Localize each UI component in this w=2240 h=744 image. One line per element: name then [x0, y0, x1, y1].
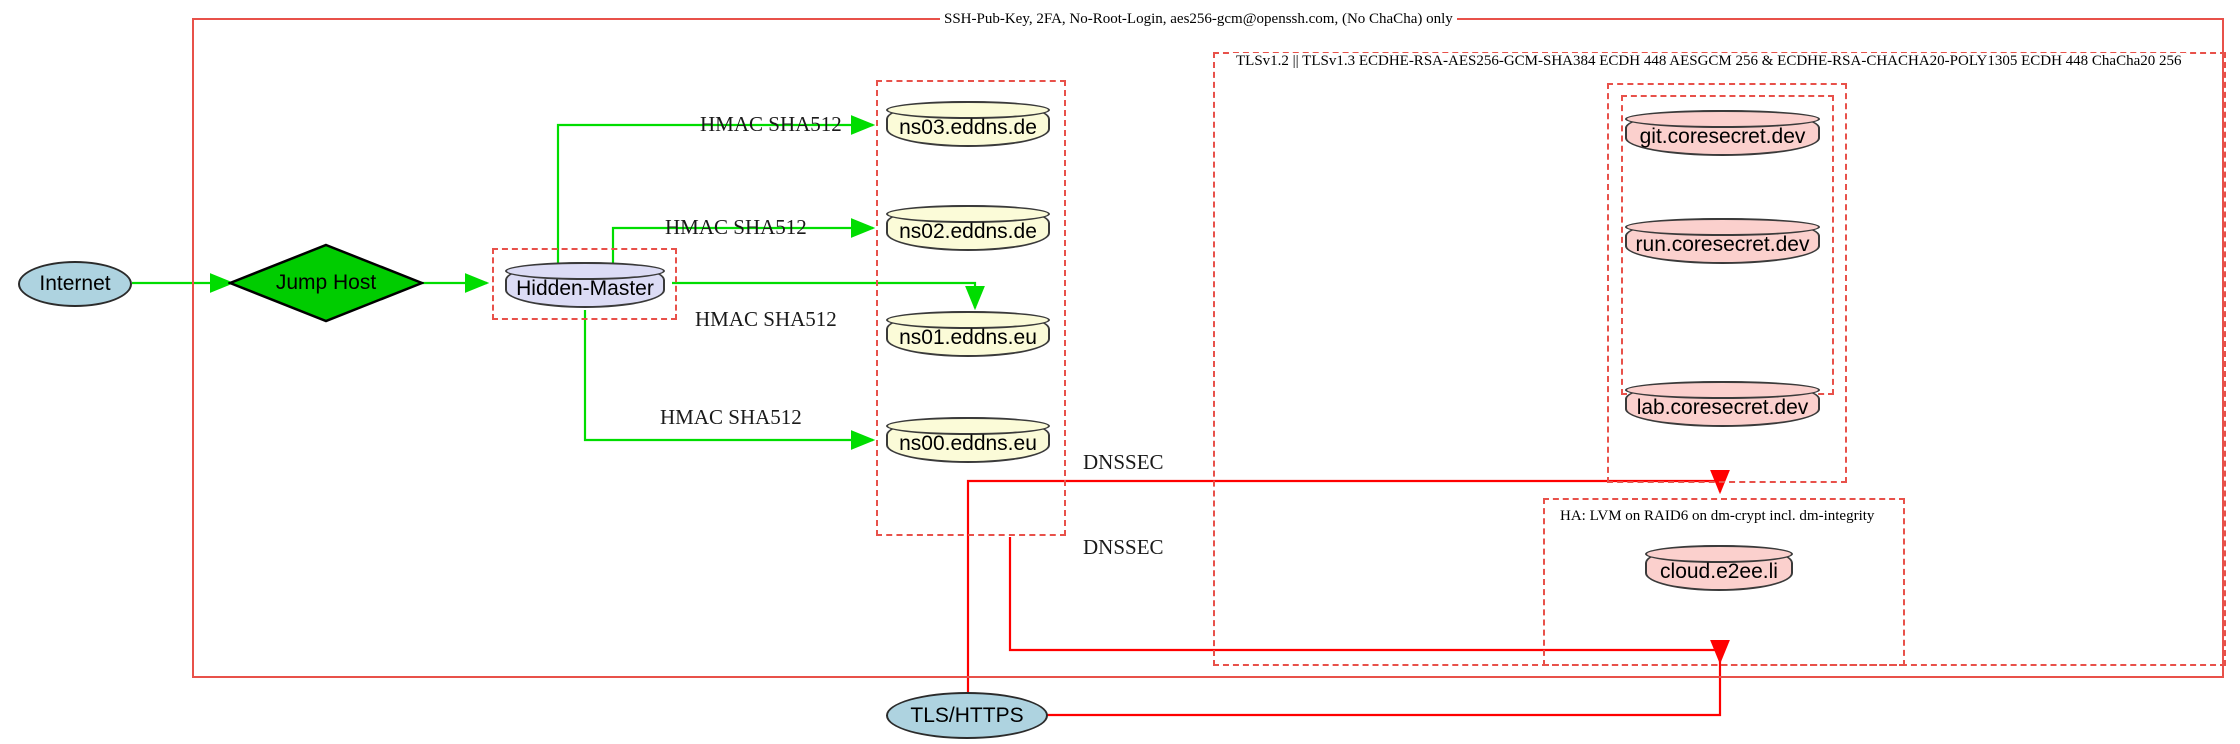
edge-label-hmac-ns00: HMAC SHA512	[660, 405, 802, 429]
cluster-ha-storage	[1543, 498, 1905, 666]
node-git-coresecret-label: git.coresecret.dev	[1639, 125, 1806, 148]
cylinder-top	[886, 205, 1050, 223]
node-hidden-master-label: Hidden-Master	[516, 277, 654, 300]
cylinder-top	[886, 417, 1050, 435]
cylinder-top	[1625, 110, 1820, 128]
node-ns03-label: ns03.eddns.de	[899, 116, 1037, 139]
node-run-coresecret-label: run.coresecret.dev	[1635, 233, 1810, 256]
node-run-coresecret[interactable]: run.coresecret.dev	[1625, 218, 1820, 264]
cylinder-top	[886, 101, 1050, 119]
cylinder-top	[1625, 381, 1820, 399]
node-cloud-e2ee-label: cloud.e2ee.li	[1660, 560, 1778, 583]
edge-label-hmac-ns01: HMAC SHA512	[695, 307, 837, 331]
node-ns02-label: ns02.eddns.de	[899, 220, 1037, 243]
edge-label-dnssec-lower: DNSSEC	[1083, 535, 1164, 559]
edge-label-hmac-ns03: HMAC SHA512	[700, 112, 842, 136]
node-tls-https-label: TLS/HTTPS	[910, 703, 1024, 727]
node-ns00[interactable]: ns00.eddns.eu	[886, 417, 1050, 463]
cluster-ssh-label: SSH-Pub-Key, 2FA, No-Root-Login, aes256-…	[940, 11, 1457, 27]
diamond-shape	[228, 243, 424, 323]
cylinder-top	[505, 262, 665, 280]
node-jump-host[interactable]: Jump Host	[228, 243, 424, 323]
cylinder-top	[1625, 218, 1820, 236]
node-ns03[interactable]: ns03.eddns.de	[886, 101, 1050, 147]
node-jump-host-label: Jump Host	[275, 271, 377, 294]
node-lab-coresecret-label: lab.coresecret.dev	[1636, 396, 1809, 419]
cylinder-top	[886, 311, 1050, 329]
cluster-nameservers	[876, 80, 1066, 536]
edge-label-hmac-ns02: HMAC SHA512	[665, 215, 807, 239]
cluster-ha-storage-label: HA: LVM on RAID6 on dm-crypt incl. dm-in…	[1556, 508, 1879, 524]
node-ns02[interactable]: ns02.eddns.de	[886, 205, 1050, 251]
node-ns01-label: ns01.eddns.eu	[899, 326, 1037, 349]
node-lab-coresecret[interactable]: lab.coresecret.dev	[1625, 381, 1820, 427]
cluster-hidden-master	[492, 248, 677, 320]
cylinder-top	[1645, 545, 1793, 563]
node-tls-https[interactable]: TLS/HTTPS	[886, 692, 1048, 739]
node-git-coresecret[interactable]: git.coresecret.dev	[1625, 110, 1820, 156]
node-internet[interactable]: Internet	[18, 261, 132, 307]
edge-label-dnssec-upper: DNSSEC	[1083, 450, 1164, 474]
node-internet-label: Internet	[39, 272, 111, 295]
node-ns00-label: ns00.eddns.eu	[899, 432, 1037, 455]
node-hidden-master[interactable]: Hidden-Master	[505, 262, 665, 308]
node-cloud-e2ee[interactable]: cloud.e2ee.li	[1645, 545, 1793, 591]
cluster-coresecret-outer	[1607, 83, 1847, 483]
cluster-tls-label: TLSv1.2 || TLSv1.3 ECDHE-RSA-AES256-GCM-…	[1232, 53, 2186, 69]
node-ns01[interactable]: ns01.eddns.eu	[886, 311, 1050, 357]
